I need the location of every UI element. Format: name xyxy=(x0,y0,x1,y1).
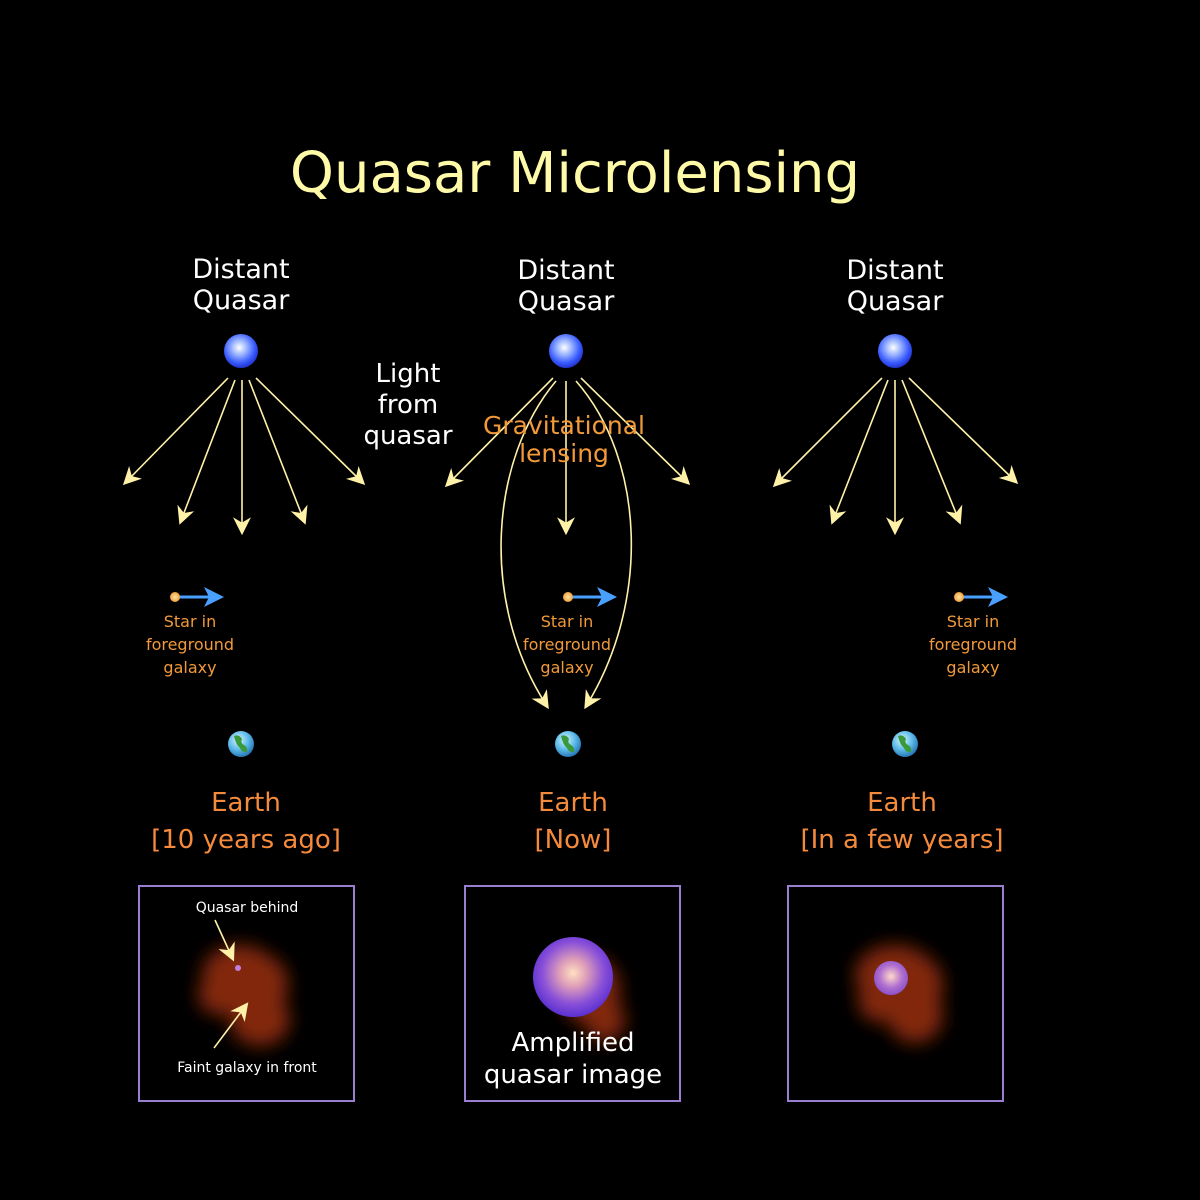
panel-3: Distant Quasar Star in foreground galaxy… xyxy=(772,255,1019,1102)
star-label-2: foreground xyxy=(146,635,234,654)
inset-frame xyxy=(787,885,1004,1102)
foreground-star xyxy=(954,587,1008,607)
pointer-arrow xyxy=(213,1002,249,1049)
star-label-2: foreground xyxy=(929,635,1017,654)
quasar-label-1b: Quasar xyxy=(847,286,945,317)
quasar-dot xyxy=(235,965,241,971)
time-label: [10 years ago] xyxy=(151,825,341,855)
inset-frame: Amplified quasar image xyxy=(464,885,681,1102)
quasar-label-1: Distant xyxy=(517,255,614,286)
quasar-label-1: Distant xyxy=(846,255,943,286)
light-rays xyxy=(772,377,1019,536)
quasar-label-1b: Quasar xyxy=(193,285,291,316)
star-label-1: Star in xyxy=(947,612,999,631)
star-label-1: Star in xyxy=(541,612,593,631)
brightening-quasar xyxy=(874,961,908,995)
light-rays xyxy=(444,377,691,710)
star-label-2: foreground xyxy=(523,635,611,654)
faint-galaxy-label: Faint galaxy in front xyxy=(177,1060,317,1076)
earth-label: Earth xyxy=(538,788,608,818)
light-rays xyxy=(122,377,366,536)
amplified-quasar xyxy=(533,937,613,1017)
quasar-label-1: Distant xyxy=(192,254,289,285)
inset-frame: Quasar behind Faint galaxy in front xyxy=(138,885,355,1102)
earth-icon xyxy=(892,731,918,757)
amplified-caption-2: quasar image xyxy=(484,1060,662,1090)
foreground-star xyxy=(563,587,617,607)
lensing-label-1: Gravitational xyxy=(483,411,645,440)
light-label-1: Light xyxy=(376,359,441,389)
amplified-caption-1: Amplified xyxy=(512,1028,635,1058)
earth-label: Earth xyxy=(211,788,281,818)
quasar-icon xyxy=(549,334,583,368)
panel-2: Distant Quasar Gravitational lensing Sta… xyxy=(444,255,691,1102)
panel-1: Distant Quasar Star in foreground galaxy… xyxy=(122,254,366,1102)
earth-label: Earth xyxy=(867,788,937,818)
time-label: [In a few years] xyxy=(800,825,1003,855)
quasar-icon xyxy=(878,334,912,368)
light-label-3: quasar xyxy=(363,421,452,451)
light-label-2: from xyxy=(378,390,439,420)
star-label-3: galaxy xyxy=(540,658,593,677)
foreground-star xyxy=(170,587,224,607)
lensing-label-2: lensing xyxy=(519,439,609,468)
earth-icon xyxy=(555,731,581,757)
earth-icon xyxy=(228,731,254,757)
star-label-1: Star in xyxy=(164,612,216,631)
page-title: Quasar Microlensing xyxy=(290,141,860,206)
quasar-icon xyxy=(224,334,258,368)
time-label: [Now] xyxy=(535,825,612,855)
pointer-arrow xyxy=(214,919,235,962)
star-label-3: galaxy xyxy=(163,658,216,677)
quasar-behind-label: Quasar behind xyxy=(196,900,299,916)
quasar-label-1b: Quasar xyxy=(518,286,616,317)
star-label-3: galaxy xyxy=(946,658,999,677)
